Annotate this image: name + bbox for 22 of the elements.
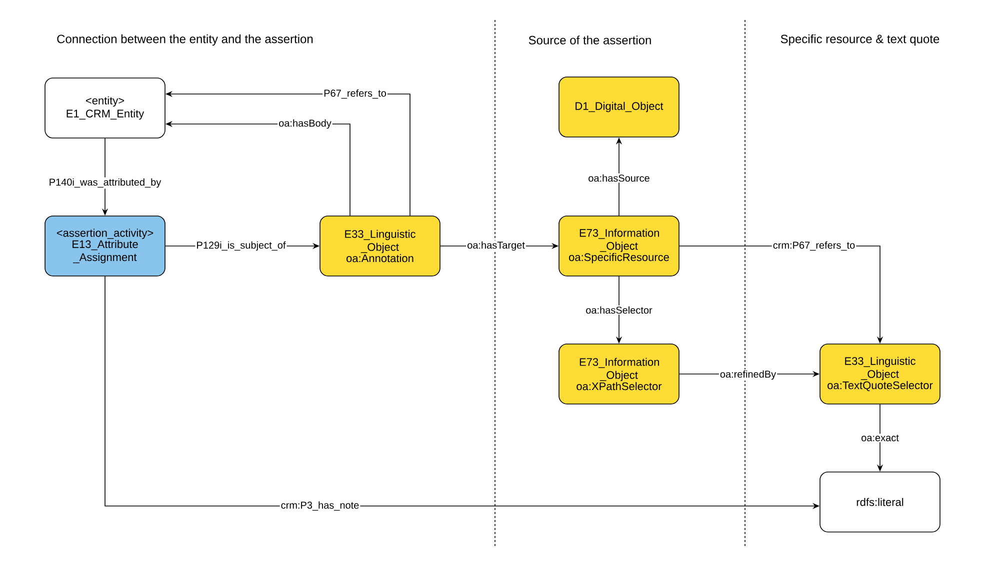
section-heading: Connection between the entity and the assertion: [57, 34, 313, 46]
class-box: E33_Linguistic _Object oa:TextQuoteSelector: [820, 344, 940, 404]
section-heading: Source of the assertion: [528, 36, 651, 44]
class-box: <entity> E1_CRM_Entity: [44, 78, 166, 138]
class-box: E33_Linguistic _Object oa:Annotation: [320, 216, 440, 276]
class-box: E73_Information _Object oa:XPathSelector: [558, 344, 680, 404]
edge-label: P140i_was_attributed_by: [48, 177, 162, 189]
class-box: <assertion_activity> E13_Attribute _Assignment: [44, 216, 166, 276]
edge-label: oa:hasTarget: [466, 240, 526, 252]
section-heading: Specific resource & text quote: [780, 34, 940, 46]
class-box: E73_Information _Object oa:SpecificResource: [558, 216, 680, 276]
class-box: D1_Digital_Object: [558, 76, 680, 138]
edge-label: oa:refinedBy: [718, 369, 778, 381]
edge-label: P129i_is_subject_of: [195, 240, 287, 252]
edge-label: oa:hasBody: [278, 118, 332, 130]
edge-label: oa:hasSource: [587, 173, 651, 183]
edge-label: crm:P3_has_note: [280, 500, 360, 512]
class-box: rdfs:literal: [820, 472, 940, 532]
edge-label: P67_refers_to: [322, 88, 388, 100]
edge-label: crm:P67_refers_to: [772, 240, 856, 252]
edge-label: oa:exact: [860, 434, 900, 442]
edge-label: oa:hasSelector: [584, 305, 654, 315]
